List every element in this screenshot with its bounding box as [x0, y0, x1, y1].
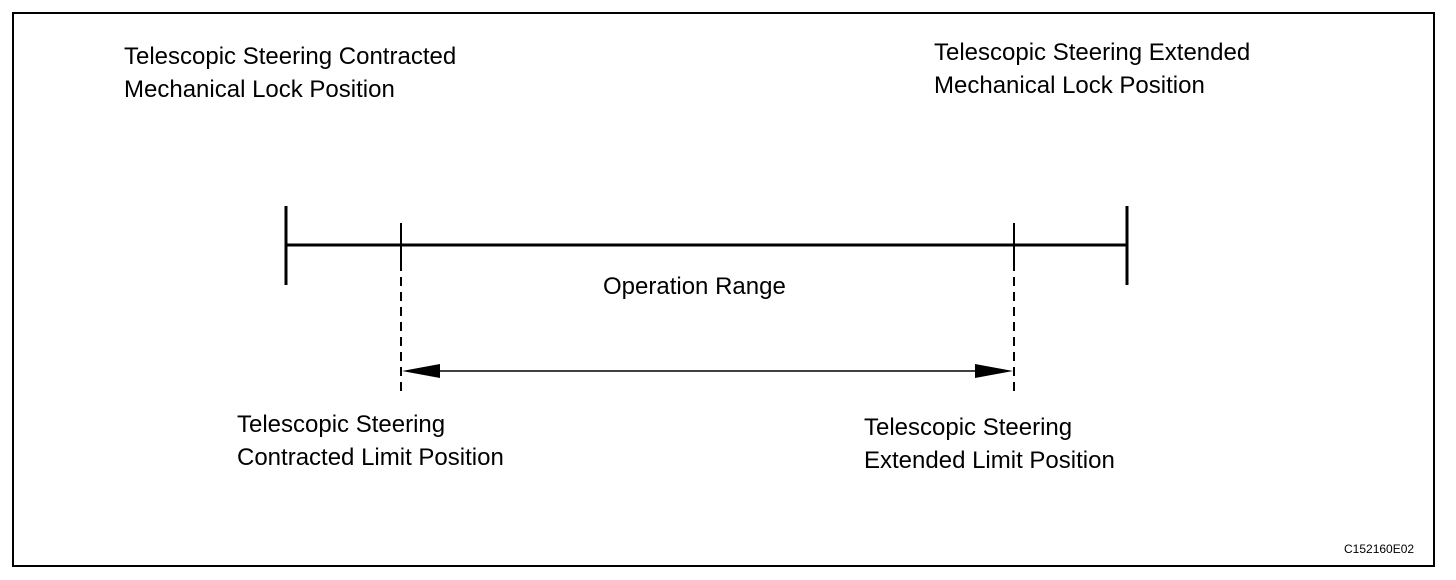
extended-mechanical-lock-label: Telescopic Steering Extended Mechanical … [934, 39, 1251, 99]
contracted-limit-label: Telescopic Steering Contracted Limit Pos… [237, 411, 504, 471]
contracted-mechanical-lock-label: Telescopic Steering Contracted Mechanica… [124, 43, 457, 103]
diagram-frame [12, 12, 1435, 567]
operation-range-arrowhead-left [402, 364, 440, 378]
extended-limit-label: Telescopic Steering Extended Limit Posit… [864, 414, 1115, 474]
operation-range-label: Operation Range [603, 273, 786, 300]
operation-range-arrowhead-right [975, 364, 1013, 378]
figure-code: C152160E02 [1344, 542, 1415, 556]
